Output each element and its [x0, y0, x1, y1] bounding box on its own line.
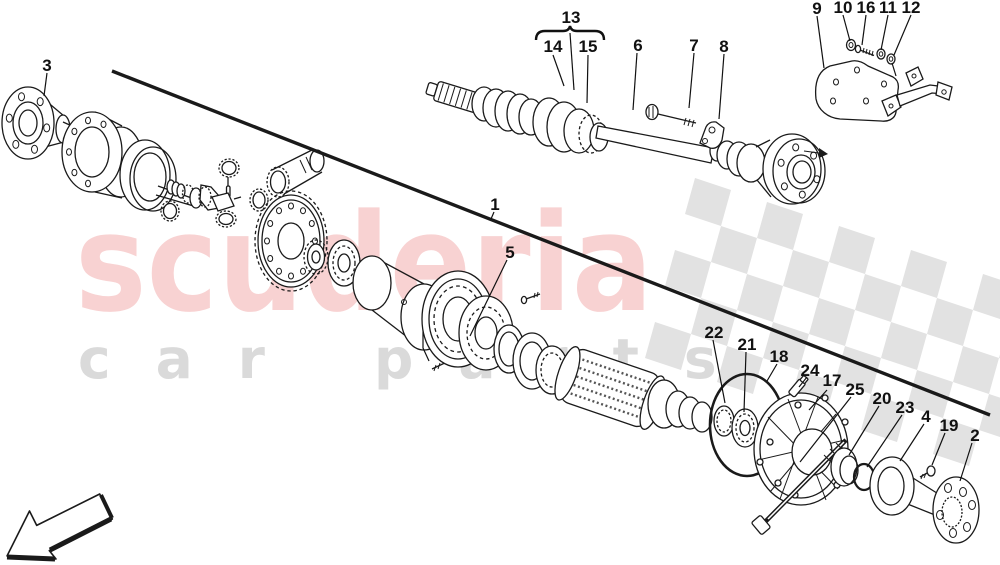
leader-3 [43, 72, 48, 97]
leader-17 [808, 389, 828, 411]
part-drive-flange-2 [932, 476, 980, 544]
axle-end-flange [762, 133, 826, 205]
part-spider-gear-cluster [160, 158, 269, 228]
flange-2-holes [936, 483, 976, 538]
callout-22: 22 [705, 323, 724, 342]
callout-25: 25 [846, 380, 865, 399]
callout-16: 16 [857, 0, 876, 17]
assembly-arrow-icon [803, 148, 828, 158]
callout-4: 4 [921, 407, 931, 426]
leader-21 [743, 351, 747, 413]
part-bolt-7 [645, 103, 697, 128]
part-bolt-19 [919, 465, 936, 480]
leader-6 [632, 52, 638, 111]
callout-14: 14 [544, 37, 563, 56]
leader-12 [893, 14, 912, 56]
callout-1: 1 [490, 195, 499, 214]
callout-18: 18 [770, 347, 789, 366]
callout-6: 6 [633, 36, 642, 55]
leader-5 [469, 259, 508, 337]
leader-13 [569, 32, 575, 91]
callout-24: 24 [801, 361, 820, 380]
part-side-cover-17 [753, 392, 849, 506]
leader-8 [718, 53, 725, 120]
leader-23 [866, 414, 903, 468]
part-small-screw [520, 291, 541, 305]
part-bearing-22 [713, 405, 735, 437]
leader-7 [688, 52, 695, 109]
callout-7: 7 [689, 36, 698, 55]
callout-10: 10 [834, 0, 853, 17]
cover-rim-bolts [756, 394, 849, 499]
part-roller-sleeve [554, 346, 666, 430]
leader-1 [490, 211, 495, 220]
part-axle-shaft-assembly [425, 81, 828, 205]
leader-10 [842, 14, 851, 42]
leader-14 [552, 54, 565, 87]
callout-19: 19 [940, 416, 959, 435]
callout-13: 13 [562, 8, 581, 27]
leader-9 [816, 15, 825, 69]
part-bracket-8 [699, 121, 725, 149]
part-stud-25 [751, 438, 848, 535]
callout-2: 2 [970, 426, 979, 445]
leader-25 [799, 396, 852, 463]
part-spacer-rings [647, 379, 713, 433]
callouts-layer: 3 13 14 15 6 7 8 9 10 16 11 12 1 5 22 21… [42, 0, 979, 445]
leader-22 [712, 339, 726, 404]
callout-17: 17 [823, 371, 842, 390]
leader-11 [880, 14, 889, 51]
leader-19 [931, 432, 946, 466]
part-guard-plate-9 [814, 60, 953, 122]
leader-lines [43, 14, 973, 482]
part-diff-housing-bell [61, 111, 144, 199]
callout-23: 23 [896, 398, 915, 417]
callout-11: 11 [879, 0, 897, 17]
callout-21: 21 [738, 335, 757, 354]
leader-15 [586, 54, 589, 104]
assembly-group-line-1 [111, 69, 991, 417]
callout-5: 5 [505, 243, 514, 262]
direction-arrow-icon [6, 493, 114, 562]
part-crown-wheel [254, 190, 328, 292]
callout-9: 9 [812, 0, 821, 18]
part-bearing-sleeve-ring [119, 139, 201, 212]
callout-15: 15 [579, 37, 598, 56]
leader-20 [848, 405, 880, 456]
callout-20: 20 [873, 389, 892, 408]
part-fasteners-row [845, 38, 897, 77]
callout-12: 12 [902, 0, 921, 17]
leader-16 [861, 14, 867, 46]
part-seal-20 [830, 447, 859, 487]
callout-8: 8 [719, 37, 728, 56]
leader-24 [798, 376, 808, 388]
part-pinion-spline-shaft [266, 149, 325, 198]
watermark-layer: scuderia car parts [75, 178, 1000, 466]
callout-3: 3 [42, 56, 51, 75]
callout-13-brace-icon [534, 25, 606, 41]
axle-spline-stub [425, 81, 481, 113]
leader-2 [959, 442, 973, 482]
leader-4 [899, 423, 925, 462]
checkered-flag-pattern [645, 178, 1000, 466]
leader-18 [766, 363, 778, 382]
